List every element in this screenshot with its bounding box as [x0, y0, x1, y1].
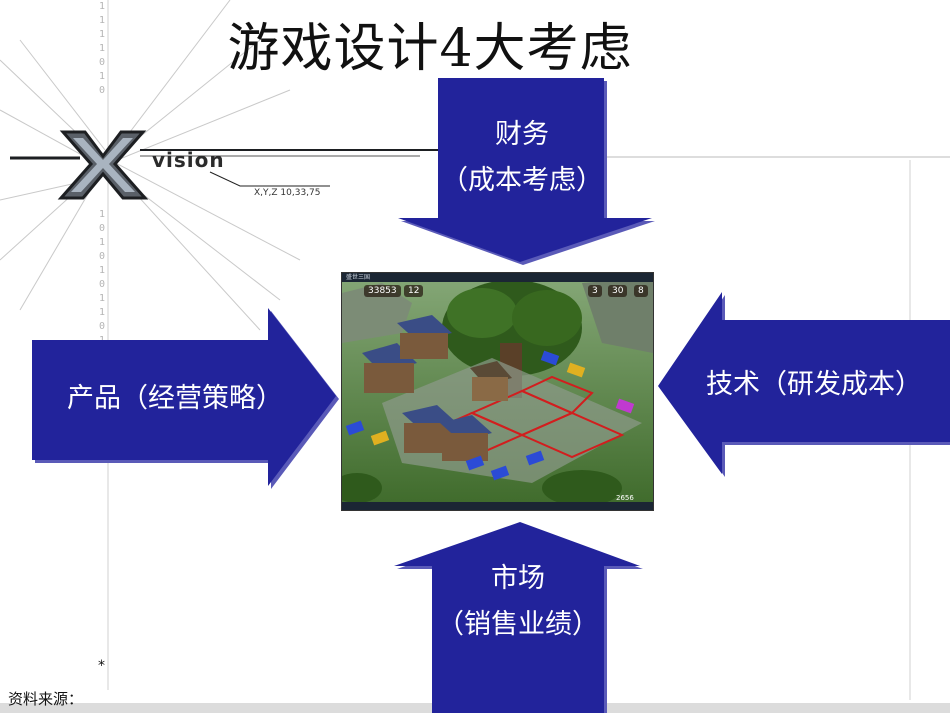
game-corner-counter: 2656	[616, 494, 634, 502]
left-arrow	[32, 308, 336, 486]
game-resource-2: 30	[608, 285, 628, 297]
right-arrow	[658, 292, 950, 474]
right-arrow-label: 技术（研发成本）	[706, 369, 922, 400]
bottom-arrow	[394, 522, 640, 713]
page-title: 游戏设计4大考虑	[227, 19, 633, 79]
bottom-arrow-line1: 市场	[491, 563, 545, 594]
logo-coordinates: X,Y,Z 10,33,75	[254, 188, 321, 198]
binary-digit: 1	[99, 293, 106, 304]
binary-digit: 1	[99, 1, 106, 12]
game-gold-counter: 33853	[364, 285, 401, 297]
left-arrow-label: 产品（经营策略）	[67, 383, 283, 414]
top-arrow-line2: （成本考虑）	[441, 165, 603, 196]
top-arrow-body	[398, 78, 652, 262]
binary-digit: 1	[99, 71, 106, 82]
game-resource-1: 3	[588, 285, 602, 297]
binary-digit: 0	[99, 223, 106, 234]
binary-digit: 1	[99, 209, 106, 220]
binary-digit: 1	[99, 43, 106, 54]
binary-digit: 1	[99, 265, 106, 276]
game-screenshot: 盛世三国 33853 12 3 30 8 2656	[341, 272, 654, 511]
source-label: 资料来源：	[8, 690, 84, 708]
bottom-arrow-line2: （销售业绩）	[437, 609, 599, 640]
binary-digit: 1	[99, 307, 106, 318]
game-scene	[342, 273, 653, 510]
binary-digit: 1	[99, 15, 106, 26]
binary-digit: 0	[99, 321, 106, 332]
binary-digit: 0	[99, 85, 106, 96]
game-resource-3: 8	[634, 285, 648, 297]
top-arrow-line1: 财务	[495, 119, 549, 150]
binary-digit: 0	[99, 57, 106, 68]
game-titlebar: 盛世三国	[342, 273, 653, 282]
game-level-counter: 12	[404, 285, 424, 297]
bottom-arrow-label: 市场 （销售业绩）	[432, 556, 604, 648]
logo-text: vision	[152, 148, 225, 172]
top-arrow-label: 财务 （成本考虑）	[440, 112, 604, 204]
binary-digit: 1	[99, 237, 106, 248]
footnote-star: *	[98, 658, 105, 674]
binary-digit: 1	[99, 29, 106, 40]
binary-digit: 0	[99, 279, 106, 290]
binary-digit: 0	[99, 251, 106, 262]
